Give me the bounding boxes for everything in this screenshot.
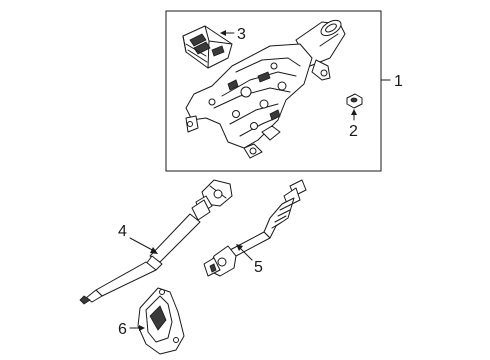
callout-3: 3 [237,26,246,43]
part-4-intermediate-shaft [79,179,233,305]
part-2-nut [346,93,363,109]
callout-1: 1 [394,73,403,90]
callout-3-arrow [220,30,226,36]
assembly-frame [165,10,382,172]
callout-2-arrow [351,109,357,115]
part-6-seal-boot [137,287,185,355]
part-3-control-module [182,25,233,69]
callout-4-arrow [150,247,158,254]
callout-5-arrow [236,244,243,251]
callout-2: 2 [349,123,358,140]
callout-5: 5 [254,259,263,276]
callout-6-arrow [139,325,145,331]
part-1-column-assembly [185,19,346,159]
callout-6: 6 [118,321,127,338]
callout-4: 4 [118,223,127,240]
part-5-lower-shaft [203,179,307,277]
